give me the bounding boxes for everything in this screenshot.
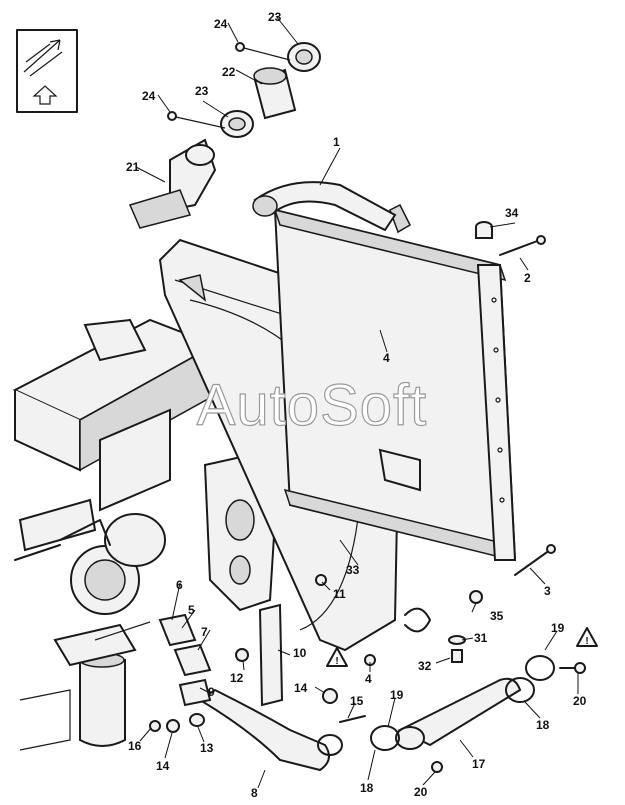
callout-4-lower: 4 bbox=[365, 672, 372, 686]
drain-plug-32 bbox=[451, 649, 463, 663]
bolt-20-lower bbox=[431, 761, 443, 773]
callout-19-lower: 19 bbox=[390, 688, 404, 702]
spacer-13 bbox=[189, 713, 205, 727]
callout-24-upper: 24 bbox=[214, 17, 228, 31]
coolant-outlet-elbow bbox=[128, 138, 217, 229]
callout-9: 9 bbox=[208, 685, 215, 699]
hose-clamp-lower-left bbox=[370, 725, 400, 751]
callout-19-right: 19 bbox=[551, 621, 565, 635]
upper-radiator-hose bbox=[252, 181, 397, 232]
hose-clamp-right bbox=[505, 677, 535, 703]
callout-14-upper: 14 bbox=[294, 681, 308, 695]
bolt-20-right bbox=[559, 662, 586, 674]
lower-gasket bbox=[220, 110, 254, 138]
hose-clamp-upper-right bbox=[525, 655, 555, 681]
callout-32: 32 bbox=[418, 659, 432, 673]
warning-triangle-icon: ! bbox=[576, 627, 598, 647]
chassis-frame-rail bbox=[12, 318, 218, 751]
callout-20-right: 20 bbox=[573, 694, 587, 708]
callout-5: 5 bbox=[188, 603, 195, 617]
oil-filter bbox=[53, 621, 151, 747]
upper-gasket bbox=[287, 42, 321, 72]
orientation-arrow-icon bbox=[16, 29, 78, 113]
callout-23-upper: 23 bbox=[268, 10, 282, 24]
callout-12: 12 bbox=[230, 671, 244, 685]
nut-12 bbox=[235, 648, 249, 662]
callout-15: 15 bbox=[350, 694, 364, 708]
callout-18-lower: 18 bbox=[360, 781, 374, 795]
mounting-bolt-2 bbox=[499, 235, 546, 256]
leader-lines bbox=[135, 15, 579, 789]
bolt-15 bbox=[339, 715, 366, 723]
callout-34: 34 bbox=[505, 206, 519, 220]
radiator-cap bbox=[475, 221, 493, 239]
callout-31: 31 bbox=[474, 631, 488, 645]
svg-text:!: ! bbox=[585, 636, 588, 647]
callout-20-lower: 20 bbox=[414, 785, 428, 799]
hose-clamp-left bbox=[317, 734, 343, 756]
callout-16: 16 bbox=[128, 739, 142, 753]
callout-6: 6 bbox=[176, 578, 183, 592]
bolt-24-lower bbox=[167, 111, 226, 129]
nut-14-lower bbox=[166, 719, 180, 733]
callout-22: 22 bbox=[222, 65, 236, 79]
washer-16 bbox=[149, 720, 161, 732]
svg-text:!: ! bbox=[335, 656, 338, 667]
washer-31 bbox=[448, 635, 466, 645]
bolt-11 bbox=[315, 574, 327, 586]
callout-4-upper: 4 bbox=[383, 351, 390, 365]
mounting-bolt-3 bbox=[514, 544, 556, 576]
warning-triangle-icon: ! bbox=[326, 647, 348, 667]
callout-2: 2 bbox=[524, 271, 531, 285]
turbocharger bbox=[59, 513, 166, 615]
connector-sleeve bbox=[253, 67, 297, 120]
callout-23-lower: 23 bbox=[195, 84, 209, 98]
callout-10: 10 bbox=[293, 646, 307, 660]
nut-14-upper bbox=[322, 688, 338, 704]
callout-17: 17 bbox=[472, 757, 486, 771]
bracket-10 bbox=[258, 603, 284, 707]
radiator bbox=[273, 203, 517, 633]
callout-14-lower: 14 bbox=[156, 759, 170, 773]
lower-coolant-pipe bbox=[198, 688, 330, 772]
callout-labels: 1 2 3 4 4 5 6 7 8 9 10 11 12 13 14 14 15… bbox=[126, 10, 587, 800]
lower-radiator-hose bbox=[395, 677, 522, 750]
callout-21: 21 bbox=[126, 160, 140, 174]
callout-33: 33 bbox=[346, 563, 360, 577]
callout-13: 13 bbox=[200, 741, 214, 755]
watermark: AutoSoft bbox=[197, 373, 427, 438]
callout-11: 11 bbox=[333, 587, 346, 601]
callout-8: 8 bbox=[251, 786, 258, 800]
callout-35: 35 bbox=[490, 609, 504, 623]
callout-7: 7 bbox=[201, 625, 208, 639]
nut-35 bbox=[469, 590, 483, 604]
callout-1: 1 bbox=[333, 135, 340, 149]
bolt-24-upper bbox=[235, 42, 291, 61]
callout-24-lower: 24 bbox=[142, 89, 156, 103]
callout-3: 3 bbox=[544, 584, 551, 598]
callout-18-right: 18 bbox=[536, 718, 550, 732]
